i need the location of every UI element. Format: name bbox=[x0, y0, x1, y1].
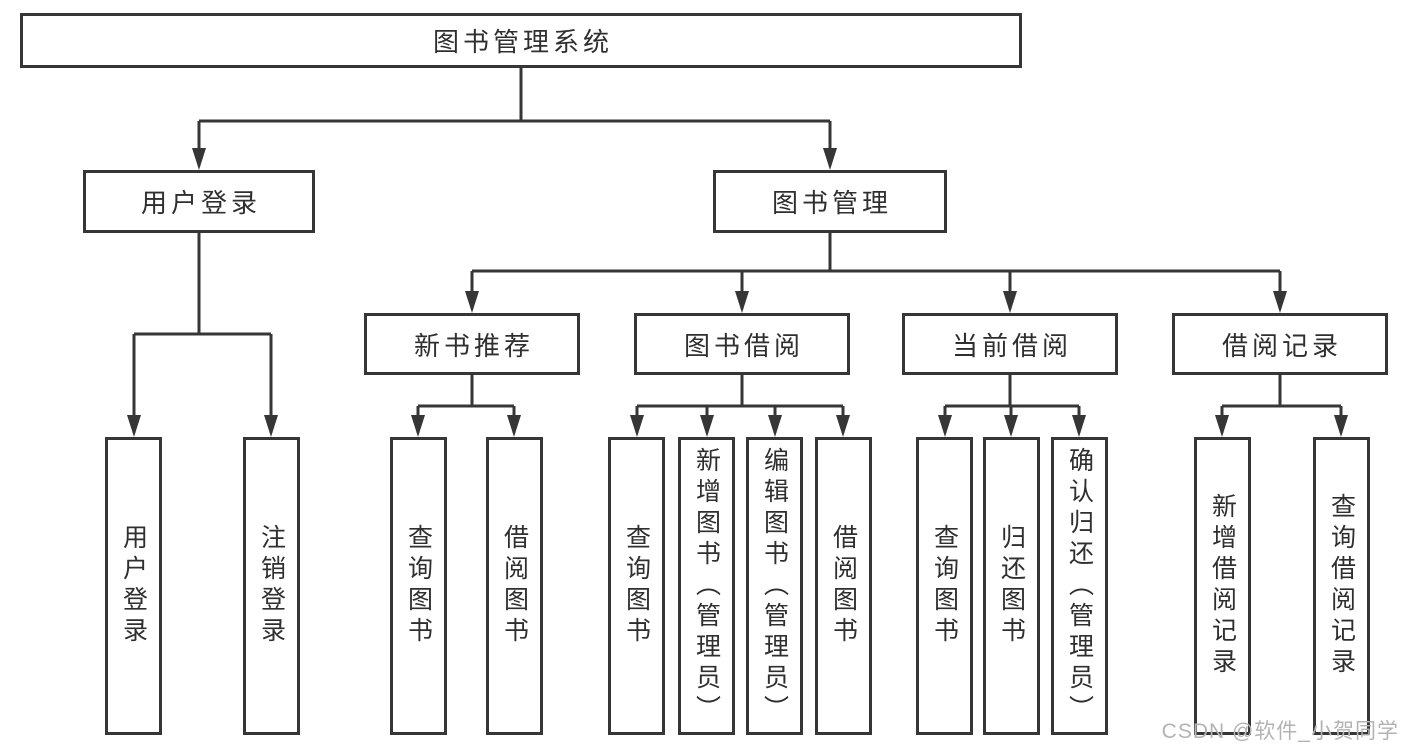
branch-book-borrowing: 图书借阅 bbox=[634, 313, 850, 375]
leaf-borrow-books-recommend-label: 借阅图书 bbox=[500, 524, 529, 648]
leaf-logout-label: 注销登录 bbox=[257, 524, 286, 648]
leaf-user-login: 用户登录 bbox=[105, 437, 162, 735]
branch-current-borrowing: 当前借阅 bbox=[902, 313, 1118, 375]
leaf-query-books-borrowing-label: 查询图书 bbox=[622, 524, 651, 648]
leaf-query-books-current-label: 查询图书 bbox=[930, 524, 959, 648]
leaf-user-login-label: 用户登录 bbox=[119, 524, 148, 648]
leaf-add-borrow-record-label: 新增借阅记录 bbox=[1208, 493, 1237, 679]
leaf-edit-book-admin: 编辑图书（管理员） bbox=[746, 437, 803, 735]
branch-book-management-label: 图书管理 bbox=[771, 188, 892, 218]
leaf-query-books-recommend: 查询图书 bbox=[390, 437, 447, 735]
leaf-logout: 注销登录 bbox=[243, 437, 300, 735]
leaf-borrow-books-borrowing-label: 借阅图书 bbox=[829, 524, 858, 648]
csdn-watermark: CSDN @软件_小贺同学 bbox=[1161, 720, 1399, 743]
leaf-borrow-books-recommend: 借阅图书 bbox=[486, 437, 543, 735]
leaf-return-books-label: 归还图书 bbox=[997, 524, 1026, 648]
branch-new-book-recommend: 新书推荐 bbox=[364, 313, 580, 375]
leaf-add-borrow-record: 新增借阅记录 bbox=[1194, 437, 1251, 735]
branch-book-management: 图书管理 bbox=[713, 170, 947, 233]
branch-borrowing-records: 借阅记录 bbox=[1172, 313, 1388, 375]
node-root-label: 图书管理系统 bbox=[432, 27, 613, 57]
branch-user-login: 用户登录 bbox=[83, 170, 315, 233]
leaf-query-books-current: 查询图书 bbox=[916, 437, 973, 735]
leaf-query-books-recommend-label: 查询图书 bbox=[404, 524, 433, 648]
leaf-query-books-borrowing: 查询图书 bbox=[608, 437, 665, 735]
leaf-return-books: 归还图书 bbox=[983, 437, 1040, 735]
leaf-query-borrow-record-label: 查询借阅记录 bbox=[1327, 493, 1356, 679]
branch-borrowing-records-label: 借阅记录 bbox=[1221, 330, 1342, 361]
leaf-confirm-return-admin: 确认归还（管理员） bbox=[1051, 437, 1108, 735]
leaf-add-book-admin: 新增图书（管理员） bbox=[678, 437, 735, 735]
branch-new-book-recommend-label: 新书推荐 bbox=[413, 330, 534, 361]
branch-book-borrowing-label: 图书借阅 bbox=[683, 330, 804, 361]
branch-current-borrowing-label: 当前借阅 bbox=[951, 330, 1072, 361]
branch-user-login-label: 用户登录 bbox=[140, 188, 261, 218]
node-root: 图书管理系统 bbox=[20, 13, 1022, 68]
leaf-add-book-admin-label: 新增图书（管理员） bbox=[692, 446, 721, 726]
leaf-query-borrow-record: 查询借阅记录 bbox=[1313, 437, 1370, 735]
arrowheads bbox=[127, 148, 1348, 437]
leaf-confirm-return-admin-label: 确认归还（管理员） bbox=[1065, 446, 1094, 726]
leaf-borrow-books-borrowing: 借阅图书 bbox=[815, 437, 872, 735]
leaf-edit-book-admin-label: 编辑图书（管理员） bbox=[760, 446, 789, 726]
